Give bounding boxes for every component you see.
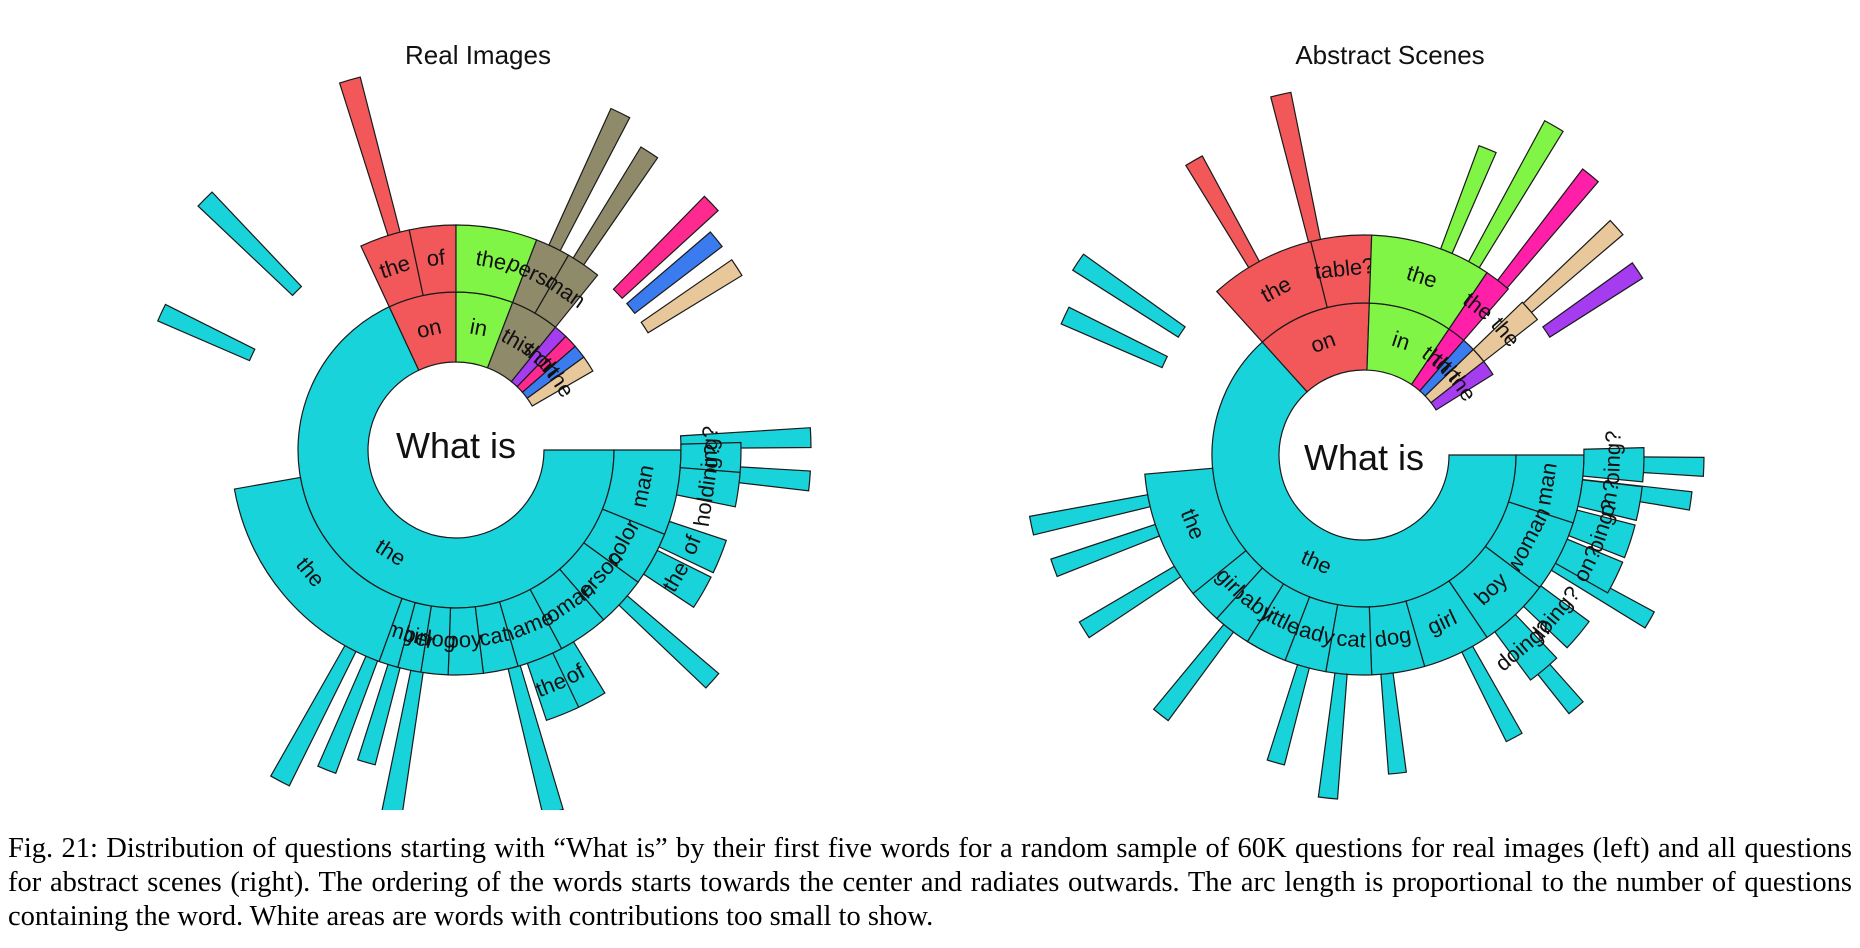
outer-cell	[675, 467, 741, 508]
ring1-label: on	[414, 313, 443, 343]
outer-cell	[1567, 509, 1636, 559]
outer-cell	[1494, 613, 1558, 681]
ring1-label: in	[468, 314, 489, 342]
outer-cell	[658, 520, 728, 574]
outer-cell	[1522, 585, 1590, 649]
outer-spike	[269, 644, 357, 787]
ring2-label: cat	[1336, 625, 1367, 652]
figure-caption: Fig. 21: Distribution of questions start…	[8, 833, 1852, 932]
outer-spike	[507, 664, 564, 810]
outer-cell	[1577, 479, 1643, 522]
ring2-label: the	[474, 245, 509, 275]
ring2-label: dog	[1373, 622, 1413, 652]
ring2-segment	[1144, 467, 1247, 595]
outer-spike	[1071, 253, 1186, 338]
outer-spike	[1266, 663, 1311, 766]
outer-spike	[1380, 672, 1407, 775]
outer-spike	[1269, 91, 1322, 243]
outer-spike	[1542, 262, 1644, 338]
outer-spike	[338, 76, 401, 237]
outer-spike	[640, 258, 743, 334]
center-label-real-images: What is	[396, 425, 516, 466]
outer-cell	[642, 549, 712, 609]
outer-spike	[1078, 565, 1182, 639]
outer-spike	[1152, 623, 1235, 722]
outer-spike	[317, 655, 379, 775]
outer-spike	[1060, 306, 1169, 369]
outer-cell	[1582, 447, 1645, 483]
panel-title-abstract-scenes: Abstract Scenes	[1295, 40, 1484, 70]
ring1-segment	[526, 356, 594, 407]
ring2-label: boy	[446, 626, 483, 653]
outer-cell	[526, 652, 580, 722]
outer-spike	[1467, 119, 1564, 269]
center-label-abstract-scenes: What is	[1304, 437, 1424, 478]
outer-spike	[156, 303, 256, 362]
sunburst-real-images: themancolorpersonwomannamecatboydoggirln…	[156, 76, 812, 810]
outer-spike	[1185, 155, 1261, 269]
outer-spike	[572, 146, 659, 266]
outer-spike	[1461, 645, 1523, 743]
outer-spike	[1522, 219, 1624, 314]
sunburst-figure: Real Images Abstract Scenes themancolorp…	[156, 40, 1705, 810]
panel-title-real-images: Real Images	[405, 40, 551, 70]
ring2-label: of	[425, 244, 447, 271]
ring2-label: cat	[477, 621, 511, 651]
ring1-segment	[1430, 360, 1494, 411]
outer-spike	[548, 107, 631, 252]
outer-spike	[1439, 144, 1497, 255]
outer-spike	[1028, 494, 1151, 536]
outer-cell	[1554, 538, 1624, 594]
outer-spike	[618, 594, 720, 689]
outer-spike	[612, 195, 719, 300]
outer-spike	[197, 191, 303, 297]
outer-spike	[1496, 168, 1600, 289]
ring2-label: table?	[1313, 253, 1375, 284]
ring2-segment	[233, 476, 403, 663]
outer-spike	[1317, 672, 1348, 800]
outer-spike	[381, 669, 424, 810]
outer-spike	[356, 663, 401, 766]
outer-spike	[625, 231, 723, 315]
outer-spike	[1050, 523, 1161, 578]
